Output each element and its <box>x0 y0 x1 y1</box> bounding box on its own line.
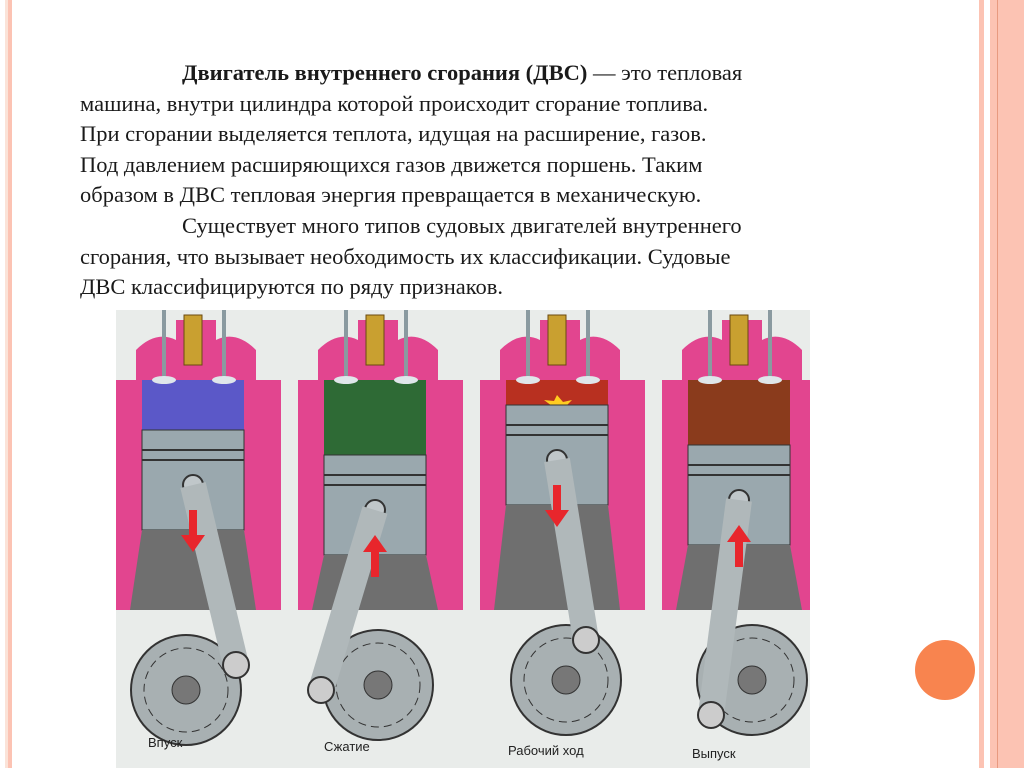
crank-pin <box>307 676 335 704</box>
arrow-down-icon <box>181 510 205 552</box>
right-border-line <box>997 0 998 768</box>
crankshaft <box>363 670 393 700</box>
valve-head <box>394 376 418 384</box>
paragraph2-line: сгорания, что вызывает необходимость их … <box>80 243 731 269</box>
engine-stroke-2 <box>480 310 645 736</box>
valve-head <box>576 376 600 384</box>
right-border-thin <box>979 0 984 768</box>
paragraph1-line: машина, внутри цилиндра которой происход… <box>80 90 709 116</box>
paragraph1-line: При сгорании выделяется теплота, идущая … <box>80 121 707 147</box>
slide-text: Двигатель внутреннего сгорания (ДВС) — э… <box>80 58 960 303</box>
left-border-light <box>5 0 8 768</box>
arrow-down-icon <box>545 485 569 527</box>
caption-compression: Сжатие <box>324 739 370 754</box>
crankshaft <box>551 665 581 695</box>
spark-plug <box>183 314 203 366</box>
crank-pin <box>697 701 725 729</box>
engine-stroke-0 <box>116 310 281 746</box>
engine-strokes-figure: Впуск Сжатие Рабочий ход Выпуск <box>116 310 827 768</box>
engine-stroke-3 <box>662 310 827 736</box>
paragraph1-line: Под давлением расширяющихся газов движет… <box>80 151 703 177</box>
crank-path <box>523 637 609 723</box>
crank-path <box>143 647 229 733</box>
spark-plug <box>547 314 567 366</box>
gas-chamber <box>324 380 426 455</box>
crankshaft <box>171 675 201 705</box>
spark-plug <box>365 314 385 366</box>
valve-head <box>698 376 722 384</box>
paragraph2-line: ДВС классифицируются по ряду признаков. <box>80 274 504 300</box>
crank-pin <box>222 651 250 679</box>
definition-start: — это тепловая <box>587 60 743 85</box>
spark-plug <box>729 314 749 366</box>
right-border-wide <box>990 0 1024 768</box>
paragraph1-line: образом в ДВС тепловая энергия превращае… <box>80 182 702 208</box>
arrow-up-icon <box>363 535 387 577</box>
term-heading: Двигатель внутреннего сгорания (ДВС) <box>182 60 588 85</box>
decorative-orange-circle <box>915 640 975 700</box>
gas-chamber <box>688 380 790 445</box>
arrow-up-icon <box>727 525 751 567</box>
valve-head <box>212 376 236 384</box>
connecting-rod <box>180 481 249 669</box>
crank-pin <box>572 626 600 654</box>
valve-head <box>516 376 540 384</box>
caption-exhaust: Выпуск <box>692 746 736 761</box>
left-border <box>8 0 12 768</box>
paragraph1-line1: Двигатель внутреннего сгорания (ДВС) — э… <box>80 58 960 89</box>
paragraph2-line: Существует много типов судовых двигателе… <box>182 212 742 238</box>
engine-stroke-1 <box>298 310 463 741</box>
connecting-rod <box>544 457 599 643</box>
engine-illustration <box>116 310 827 768</box>
gas-chamber <box>142 380 244 430</box>
caption-power: Рабочий ход <box>508 743 584 758</box>
valve-head <box>334 376 358 384</box>
valve-head <box>152 376 176 384</box>
caption-intake: Впуск <box>148 735 183 750</box>
valve-head <box>758 376 782 384</box>
connecting-rod <box>308 506 388 694</box>
crankshaft <box>737 665 767 695</box>
